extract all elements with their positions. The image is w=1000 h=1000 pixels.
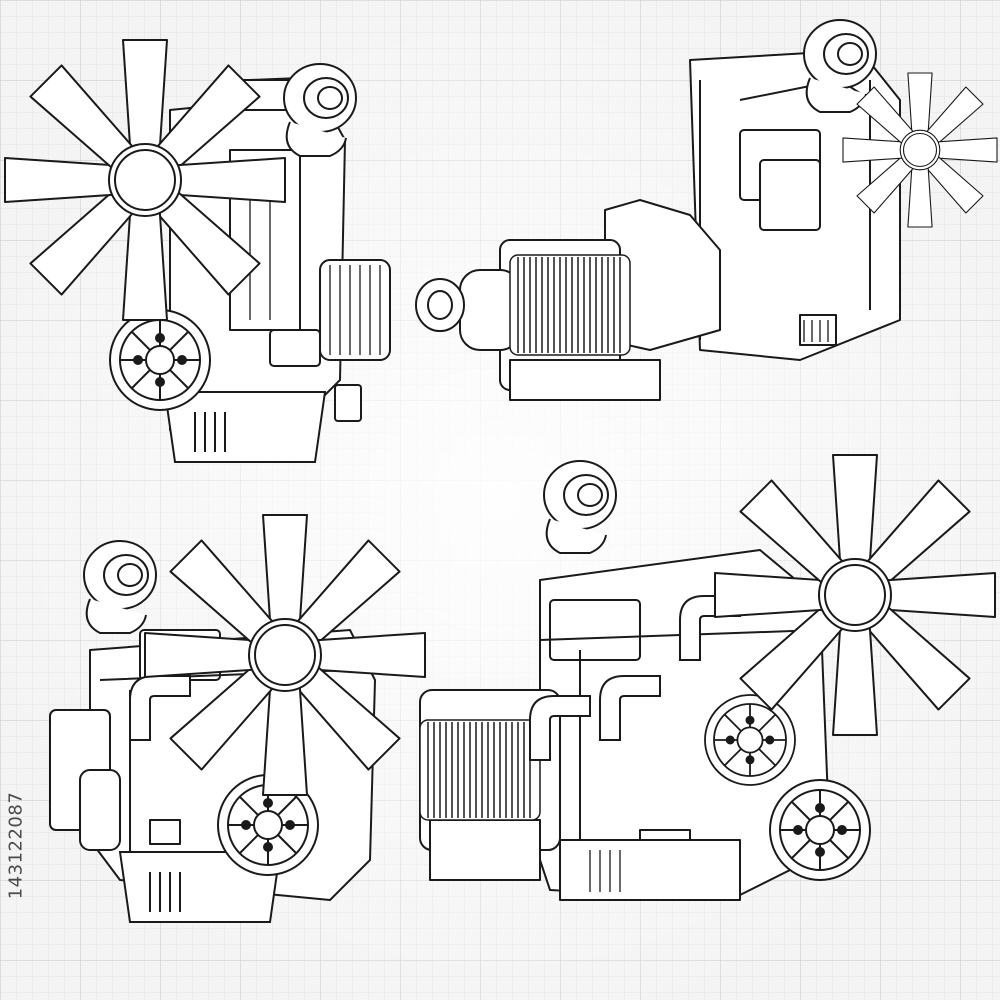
turbocharger-icon <box>283 63 357 157</box>
engine-three-quarter-view <box>419 454 996 901</box>
engine-front-left-view <box>4 39 391 463</box>
fan-icon <box>4 39 286 321</box>
oil-pan <box>164 391 326 463</box>
generator-coil <box>419 719 541 821</box>
fan-icon <box>842 72 998 228</box>
fan-icon <box>714 454 996 736</box>
oil-pan <box>559 839 741 901</box>
engine-front-view <box>49 514 426 923</box>
crank-pulley-icon <box>109 309 211 411</box>
idler-pulley-icon <box>704 694 796 786</box>
fan-icon <box>144 514 426 796</box>
turbocharger-icon <box>543 460 617 554</box>
crank-pulley-icon <box>769 779 871 881</box>
generator-coil <box>509 254 631 356</box>
engine-side-view-with-generator <box>415 19 998 401</box>
stock-id-label: 143122087 <box>3 760 29 930</box>
stock-id-text: 143122087 <box>5 791 27 899</box>
turbocharger-icon <box>83 540 157 634</box>
